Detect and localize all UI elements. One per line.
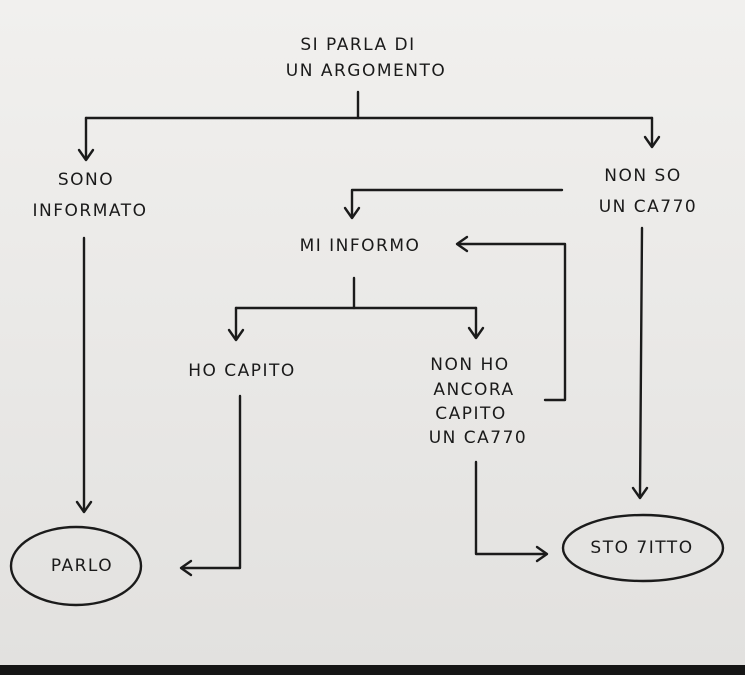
node-topic-line2: UN ARGOMENTO bbox=[285, 61, 447, 81]
arrowhead-to-dont-know bbox=[643, 135, 661, 149]
ellipse-silent bbox=[561, 513, 725, 583]
node-not-understood-line2: ANCORA bbox=[433, 380, 515, 400]
connector-dont-know-to-inform bbox=[350, 188, 564, 218]
node-understood: HO CAPITO bbox=[188, 361, 296, 381]
arrowhead-loop-back bbox=[455, 235, 469, 253]
arrowhead-to-inform bbox=[343, 206, 361, 220]
arrowhead-to-not-understood bbox=[467, 326, 485, 340]
connector-loop-back bbox=[456, 242, 567, 402]
node-not-understood-line3: CAPITO bbox=[435, 404, 507, 424]
arrowhead-to-informed bbox=[77, 148, 95, 162]
bottom-border bbox=[0, 665, 745, 675]
node-dont-know-line1: NON SO bbox=[604, 166, 682, 186]
arrowhead-to-understood bbox=[227, 328, 245, 342]
node-informed-line2: INFORMATO bbox=[32, 201, 148, 221]
connector-dont-know-to-silent bbox=[638, 226, 644, 498]
node-speak: PARLO bbox=[50, 556, 114, 576]
connector-not-understood-to-silent bbox=[474, 460, 548, 556]
arrowhead-understood-to-speak bbox=[179, 559, 193, 577]
arrowhead-to-silent-right bbox=[535, 545, 549, 563]
node-silent: STO 7ITTO bbox=[590, 538, 694, 558]
arrowhead-to-speak bbox=[75, 500, 93, 514]
ellipse-speak bbox=[9, 525, 143, 607]
node-get-informed: MI INFORMO bbox=[299, 236, 421, 256]
node-topic-line1: SI PARLA DI bbox=[300, 35, 416, 55]
node-dont-know-line2: UN CA770 bbox=[598, 197, 698, 217]
arrowhead-to-silent bbox=[631, 486, 649, 500]
connector-understood-to-speak bbox=[180, 394, 242, 570]
node-not-understood-line1: NON HO bbox=[430, 355, 510, 375]
node-not-understood-line4: UN CA770 bbox=[428, 428, 528, 448]
node-informed-line1: SONO bbox=[57, 170, 115, 190]
